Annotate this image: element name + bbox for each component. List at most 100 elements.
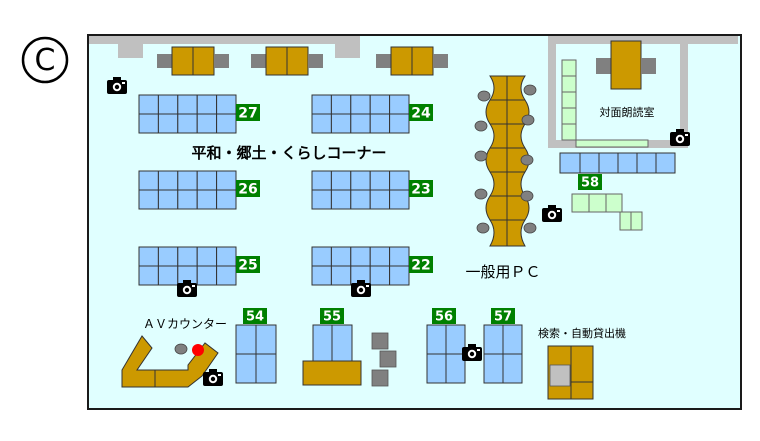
table-seat [350, 189, 371, 210]
search-machine-label: 検索・自動貸出機 [538, 326, 626, 340]
table-seat [369, 113, 391, 134]
booths: 54 55 56 57 [235, 308, 523, 387]
booth-number-bg [432, 308, 456, 324]
table-seat [216, 94, 237, 115]
table-seat [389, 246, 410, 267]
booth-number-bg [578, 174, 602, 190]
table-seat [216, 170, 237, 191]
av-counter-label: ＡＶカウンター [143, 317, 227, 331]
table-seat [389, 265, 410, 286]
table-seat [196, 170, 218, 191]
search-machine-terminal [549, 364, 571, 387]
table-seat [330, 246, 352, 267]
table-number: 25 [238, 258, 257, 274]
camera-icon [177, 280, 197, 297]
table-seat [157, 113, 179, 134]
table-block: 27 [138, 94, 260, 134]
camera-icons [107, 77, 690, 386]
corner-tables: 27 24 26 23 25 22 [138, 94, 433, 286]
camera-icon [107, 77, 127, 94]
counter-chair [214, 54, 229, 68]
corner-title: 平和・郷土・くらしコーナー [191, 144, 386, 162]
table-seat [369, 246, 391, 267]
search-machine [547, 345, 594, 400]
table-seat [350, 246, 371, 267]
table-seat [157, 265, 179, 286]
camera-icon [462, 344, 482, 361]
floor-area [87, 34, 742, 410]
table-seat [157, 189, 179, 210]
table-seat [369, 265, 391, 286]
table-number-bg [409, 256, 433, 273]
table-seat [196, 265, 218, 286]
table-seat [311, 113, 332, 134]
camera-icon [542, 205, 562, 222]
wall-block [335, 36, 360, 58]
table-seat [369, 94, 391, 115]
table-seat [330, 170, 352, 191]
table-seat [157, 246, 179, 267]
camera-icon [670, 129, 690, 146]
table-block: 26 [138, 170, 260, 210]
table-seat [311, 246, 332, 267]
table-seat [157, 170, 179, 191]
booth-number: 57 [494, 310, 512, 325]
table-seat [311, 189, 332, 210]
counter-chair [157, 54, 172, 68]
booth-number-bg [491, 308, 515, 324]
table-seat [196, 189, 218, 210]
camera-icon [203, 369, 223, 386]
table-number-bg [409, 104, 433, 121]
table-seat [369, 170, 391, 191]
table-seat [389, 113, 410, 134]
wall-segment [548, 36, 556, 146]
table-seat [138, 94, 159, 115]
table-seat [330, 113, 352, 134]
table-seat [157, 94, 179, 115]
table-seat [196, 246, 218, 267]
reading-room-label: 対面朗読室 [600, 105, 655, 119]
booth-58: 58 [571, 174, 643, 231]
shelf-under-reading-room [559, 152, 676, 174]
table-block: 23 [311, 170, 433, 210]
table-seat [138, 170, 159, 191]
booth-number: 56 [435, 310, 453, 325]
table-seat [216, 113, 237, 134]
table-number-bg [236, 180, 260, 197]
counter-chair [308, 54, 323, 68]
table-seat [177, 170, 198, 191]
wall-segment [680, 36, 688, 146]
wall-block [118, 36, 143, 58]
general-pc-desk [474, 75, 537, 247]
top-counters [157, 46, 448, 76]
counter-chair [433, 54, 448, 68]
table-number: 27 [238, 106, 257, 122]
table-seat [311, 265, 332, 286]
counter-chair [376, 54, 391, 68]
table-seat [196, 94, 218, 115]
table-seat [369, 189, 391, 210]
table-seat [311, 94, 332, 115]
table-block: 24 [311, 94, 433, 134]
reading-room-table [610, 40, 642, 90]
table-seat [138, 113, 159, 134]
table-number: 22 [411, 258, 430, 274]
av-counter-staff-dot [192, 344, 204, 356]
table-seat [330, 265, 352, 286]
table-seat [138, 265, 159, 286]
table-seat [389, 189, 410, 210]
booth-number: 58 [581, 176, 599, 191]
pc-chairs [474, 84, 537, 234]
table-number-bg [409, 180, 433, 197]
av-counter [121, 335, 219, 388]
table-seat [330, 189, 352, 210]
reading-room-chair [641, 58, 656, 74]
table-number: 26 [238, 182, 257, 198]
table-seat [389, 170, 410, 191]
wall-segment [548, 36, 738, 44]
reading-room: 対面朗読室 [561, 40, 656, 148]
booth-55-counter [302, 360, 362, 386]
section-marker-letter: C [35, 43, 56, 78]
table-seat [216, 265, 237, 286]
